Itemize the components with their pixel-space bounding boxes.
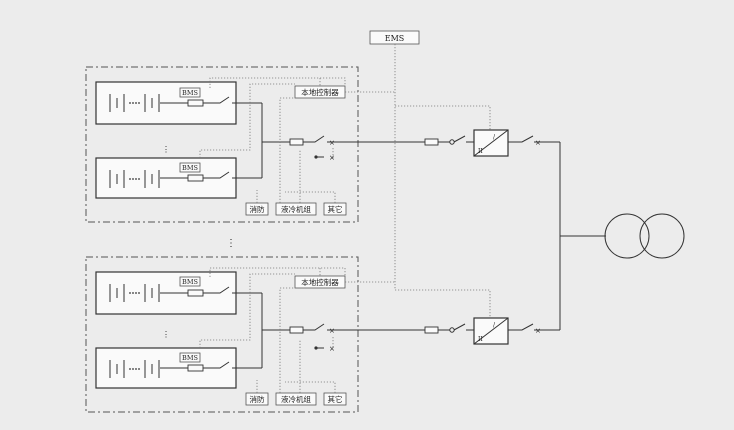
svg-text:×: × (535, 139, 541, 147)
cooling-label: 液冷机组 (281, 204, 311, 214)
fuse (424, 138, 439, 146)
battery-rack-top-1: BMS (95, 81, 262, 125)
battery-cells (109, 284, 160, 302)
battery-container-top: BMS ⋮ BMS (85, 66, 395, 223)
bms-label: BMS (182, 354, 198, 362)
rack-ellipsis: ⋮ (162, 145, 170, 154)
pcs-top: / II (473, 129, 509, 157)
ems-box: EMS (369, 30, 420, 45)
battery-rack-bottom-1: BMS (95, 271, 262, 315)
fuse (289, 138, 304, 146)
dc-bus-top (261, 103, 290, 178)
ems-dotted-link-top-pcs (395, 105, 491, 130)
bms-label: BMS (182, 89, 198, 97)
svg-text:×: × (329, 327, 335, 335)
battery-cells (109, 94, 160, 112)
dc-bus-bottom (261, 293, 290, 368)
local-controller-label: 本地控制器 (301, 87, 339, 97)
battery-cells (109, 360, 160, 378)
fuse (187, 289, 204, 297)
transformer-symbol (604, 213, 685, 259)
pcs-ac-label: / (493, 134, 496, 141)
battery-rack-bottom-2: BMS (95, 347, 262, 389)
pcs-dc-label: II (478, 148, 483, 155)
fuse (187, 364, 204, 372)
svg-text:×: × (329, 345, 335, 353)
container-ellipsis: ⋮ (226, 238, 236, 249)
svg-text:×: × (329, 154, 335, 162)
other-label: 其它 (328, 394, 343, 404)
fuse (289, 326, 304, 334)
svg-text:×: × (535, 327, 541, 335)
battery-container-bottom: BMS ⋮ BMS × (85, 256, 395, 413)
fire-label: 消防 (250, 394, 265, 404)
ems-label: EMS (385, 34, 405, 43)
pcs-ac-label: / (493, 322, 496, 329)
fuse (187, 99, 204, 107)
fuse (424, 326, 439, 334)
pcs-dc-label: II (478, 336, 483, 343)
svg-text:×: × (329, 139, 335, 147)
feeder-bottom (335, 323, 474, 334)
local-controller-label: 本地控制器 (301, 277, 339, 287)
fuse (187, 174, 204, 182)
battery-rack-top-2: BMS (95, 157, 262, 199)
bms-label: BMS (182, 164, 198, 172)
battery-cells (109, 170, 160, 188)
other-label: 其它 (328, 204, 343, 214)
ems-dotted-link-bottom-pcs (395, 289, 491, 318)
bms-label: BMS (182, 278, 198, 286)
fire-label: 消防 (250, 204, 265, 214)
feeder-top (335, 135, 474, 146)
rack-ellipsis: ⋮ (162, 330, 170, 339)
cooling-label: 液冷机组 (281, 394, 311, 404)
ac-bus (559, 142, 606, 330)
pcs-bottom: / II (473, 317, 509, 345)
